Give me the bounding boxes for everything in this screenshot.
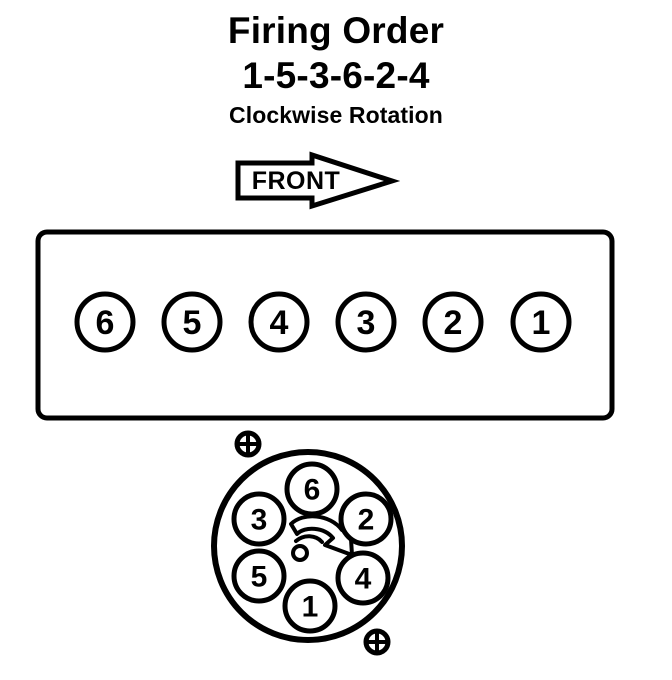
cylinder-label: 1 <box>532 304 551 342</box>
cylinder-4[interactable]: 4 <box>248 291 310 353</box>
cylinder-label: 3 <box>357 304 376 342</box>
cylinder-circle <box>161 291 223 353</box>
rotor-inner-arc <box>294 534 324 544</box>
cylinder-3[interactable]: 3 <box>335 291 397 353</box>
cylinder-circle <box>335 291 397 353</box>
front-arrow-label: FRONT <box>252 167 341 195</box>
distributor-terminal-4[interactable]: 4 <box>335 550 391 606</box>
terminal-circle <box>231 548 287 604</box>
distributor-terminal-1[interactable]: 1 <box>282 578 338 634</box>
arrow-right-icon <box>235 151 401 210</box>
terminal-label: 5 <box>251 561 268 594</box>
terminal-label: 1 <box>302 591 319 624</box>
terminal-circle <box>231 491 287 547</box>
terminal-label: 3 <box>251 504 268 537</box>
engine-block: 6 5 4 3 2 1 <box>35 229 615 421</box>
cylinder-5[interactable]: 5 <box>161 291 223 353</box>
cylinder-circle <box>422 291 484 353</box>
cylinder-label: 2 <box>444 304 463 342</box>
distributor-terminal-3[interactable]: 3 <box>231 491 287 547</box>
alignment-mark-top-left <box>234 430 262 458</box>
cylinder-6[interactable]: 6 <box>74 291 136 353</box>
page-title: Firing Order <box>227 10 445 51</box>
title-block: Firing Order 1-5-3-6-2-4 Clockwise Rotat… <box>0 8 672 132</box>
cylinder-circle <box>248 291 310 353</box>
engine-block-outline <box>35 229 615 421</box>
cylinder-2[interactable]: 2 <box>422 291 484 353</box>
alignment-mark-bottom-right <box>363 628 391 656</box>
cylinder-label: 4 <box>270 304 289 342</box>
terminal-label: 2 <box>358 504 375 537</box>
terminal-label: 4 <box>355 563 372 596</box>
rotation-label: Clockwise Rotation <box>229 102 443 128</box>
distributor-terminal-6[interactable]: 6 <box>284 461 340 517</box>
terminal-circle <box>335 550 391 606</box>
terminal-circle <box>282 578 338 634</box>
cylinder-circle <box>74 291 136 353</box>
terminal-circle <box>284 461 340 517</box>
distributor-terminal-2[interactable]: 2 <box>338 491 394 547</box>
front-arrow: FRONT <box>235 151 401 210</box>
terminal-label: 6 <box>304 474 321 507</box>
firing-order-sequence: 1-5-3-6-2-4 <box>242 55 430 96</box>
distributor-cap: 6 2 4 1 5 3 <box>211 430 405 656</box>
terminal-circle <box>338 491 394 547</box>
cylinder-1[interactable]: 1 <box>510 291 572 353</box>
distributor-terminal-5[interactable]: 5 <box>231 548 287 604</box>
cylinder-label: 6 <box>96 304 115 342</box>
rotor-pivot-icon <box>291 544 309 562</box>
cylinder-circle <box>510 291 572 353</box>
cylinder-label: 5 <box>183 304 202 342</box>
